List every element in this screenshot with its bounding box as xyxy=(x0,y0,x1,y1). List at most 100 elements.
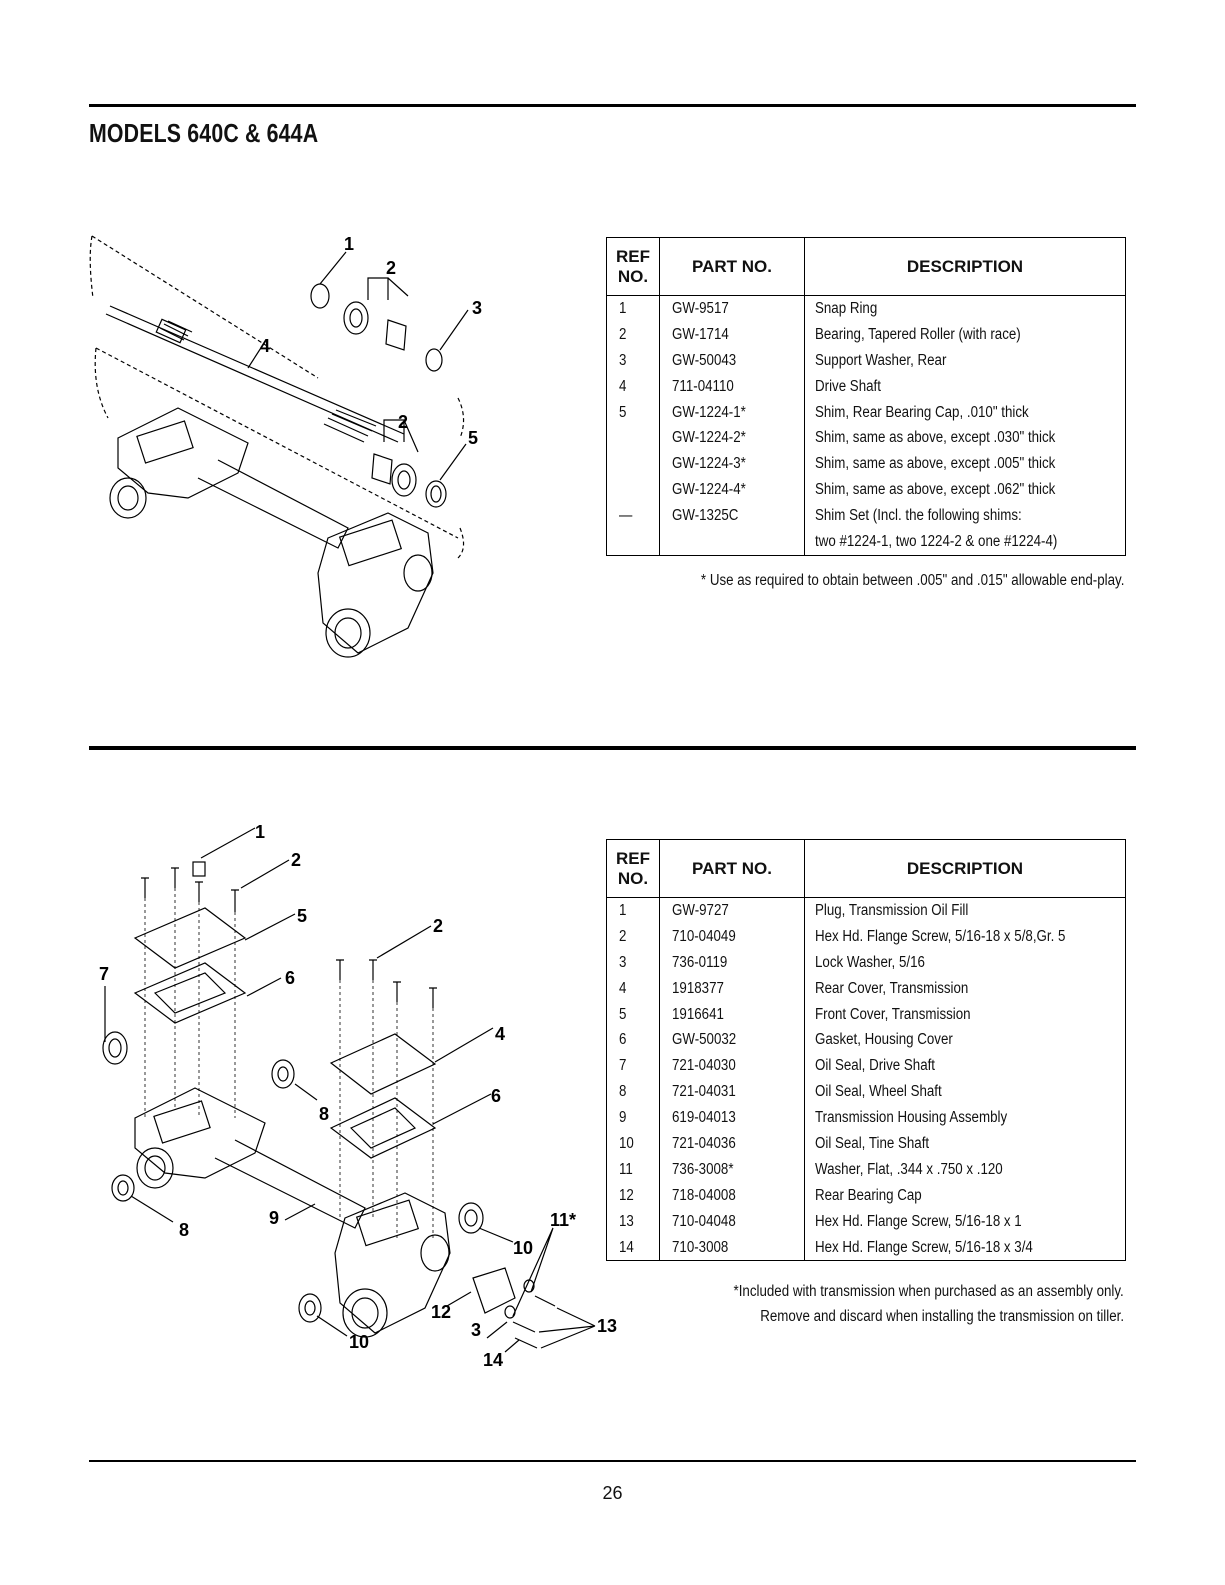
ref-cell: 1 xyxy=(606,295,660,322)
part-number-cell: 619-04013 xyxy=(659,1105,805,1132)
ref-cell: 2 xyxy=(606,321,660,348)
description-cell: Shim Set (Incl. the following shims: xyxy=(804,503,1126,530)
table-row: GW-1224-2*Shim, same as above, except .0… xyxy=(606,425,1126,452)
callout-13: 13 xyxy=(597,1316,617,1336)
part-number-cell: GW-1224-4* xyxy=(659,477,805,504)
description-cell: two #1224-1, two 1224-2 & one #1224-4) xyxy=(804,529,1126,556)
description-cell: Support Washer, Rear xyxy=(804,347,1126,374)
transmission-housing-exploded-diagram: 1 2 5 2 7 6 4 6 8 8 9 10 11* 12 3 13 14 … xyxy=(99,822,617,1370)
callout-3: 3 xyxy=(471,1320,481,1340)
ref-cell: 14 xyxy=(606,1234,660,1262)
table-1-footnote: * Use as required to obtain between .005… xyxy=(700,572,1124,589)
callout-1: 1 xyxy=(255,822,265,842)
description-cell: Hex Hd. Flange Screw, 5/16-18 x 5/8,Gr. … xyxy=(804,923,1126,950)
ref-cell: 11 xyxy=(606,1156,660,1183)
description-cell: Hex Hd. Flange Screw, 5/16-18 x 3/4 xyxy=(804,1234,1126,1262)
callout-9: 9 xyxy=(269,1208,279,1228)
part-number-cell: GW-50032 xyxy=(659,1027,805,1054)
description-cell: Bearing, Tapered Roller (with race) xyxy=(804,321,1126,348)
callout-2b: 2 xyxy=(433,916,443,936)
ref-cell: 10 xyxy=(606,1131,660,1157)
callout-10b: 10 xyxy=(349,1332,369,1352)
callout-5: 5 xyxy=(468,428,478,448)
part-number-cell: 721-04031 xyxy=(659,1079,805,1106)
callout-8b: 8 xyxy=(179,1220,189,1240)
callout-10: 10 xyxy=(513,1238,533,1258)
description-cell: Drive Shaft xyxy=(804,373,1126,400)
table-2-footnote-line1: *Included with transmission when purchas… xyxy=(733,1283,1124,1300)
part-number-cell: GW-1224-2* xyxy=(659,425,805,452)
callout-6: 6 xyxy=(285,968,295,988)
description-cell: Oil Seal, Drive Shaft xyxy=(804,1053,1126,1080)
part-number-cell: 721-04030 xyxy=(659,1053,805,1080)
callout-5: 5 xyxy=(297,906,307,926)
description-cell: Shim, same as above, except .062" thick xyxy=(804,477,1126,504)
part-number-cell: GW-1325C xyxy=(659,503,805,530)
callout-2b: 2 xyxy=(398,412,408,432)
description-cell: Hex Hd. Flange Screw, 5/16-18 x 1 xyxy=(804,1208,1126,1235)
ref-cell: 3 xyxy=(606,949,660,976)
col-part-header: PART NO. xyxy=(659,839,805,898)
ref-cell: 4 xyxy=(606,373,660,400)
ref-cell xyxy=(606,451,660,478)
description-cell: Snap Ring xyxy=(804,295,1126,322)
part-number-cell: GW-1714 xyxy=(659,321,805,348)
ref-cell: 6 xyxy=(606,1027,660,1054)
page-number: 26 xyxy=(602,1483,623,1503)
part-number-cell: 736-0119 xyxy=(659,949,805,976)
part-number-cell: GW-1224-1* xyxy=(659,399,805,426)
ref-cell: 4 xyxy=(606,975,660,1002)
callout-2: 2 xyxy=(386,258,396,278)
part-number-cell: 1918377 xyxy=(659,975,805,1002)
part-number-cell: 711-04110 xyxy=(659,373,805,400)
ref-cell xyxy=(606,425,660,452)
callout-4: 4 xyxy=(260,336,270,356)
ref-cell xyxy=(606,529,660,556)
callout-12: 12 xyxy=(431,1302,451,1322)
callout-4: 4 xyxy=(495,1024,505,1044)
ref-cell: 1 xyxy=(606,897,660,924)
description-cell: Transmission Housing Assembly xyxy=(804,1105,1126,1132)
description-cell: Rear Cover, Transmission xyxy=(804,975,1126,1002)
description-cell: Gasket, Housing Cover xyxy=(804,1027,1126,1054)
col-desc-header: DESCRIPTION xyxy=(804,839,1126,898)
ref-cell: 5 xyxy=(606,399,660,426)
ref-cell: 5 xyxy=(606,1001,660,1028)
drive-shaft-exploded-diagram: 1 2 3 4 2 5 xyxy=(89,234,482,658)
table-2-footnote-line2: Remove and discard when installing the t… xyxy=(760,1308,1124,1325)
description-cell: Shim, same as above, except .005" thick xyxy=(804,451,1126,478)
description-cell: Oil Seal, Tine Shaft xyxy=(804,1131,1126,1157)
part-number-cell: GW-9517 xyxy=(659,295,805,322)
table-row: GW-1224-4*Shim, same as above, except .0… xyxy=(606,477,1126,504)
description-cell: Shim, Rear Bearing Cap, .010" thick xyxy=(804,399,1126,426)
callout-11: 11* xyxy=(550,1210,576,1230)
callout-14: 14 xyxy=(483,1350,503,1370)
callout-2: 2 xyxy=(291,850,301,870)
ref-cell: 13 xyxy=(606,1208,660,1235)
part-number-cell: 736-3008* xyxy=(659,1156,805,1183)
description-cell: Front Cover, Transmission xyxy=(804,1001,1126,1028)
part-number-cell: GW-50043 xyxy=(659,347,805,374)
description-cell: Lock Washer, 5/16 xyxy=(804,949,1126,976)
ref-cell: 3 xyxy=(606,347,660,374)
part-number-cell: 1916641 xyxy=(659,1001,805,1028)
